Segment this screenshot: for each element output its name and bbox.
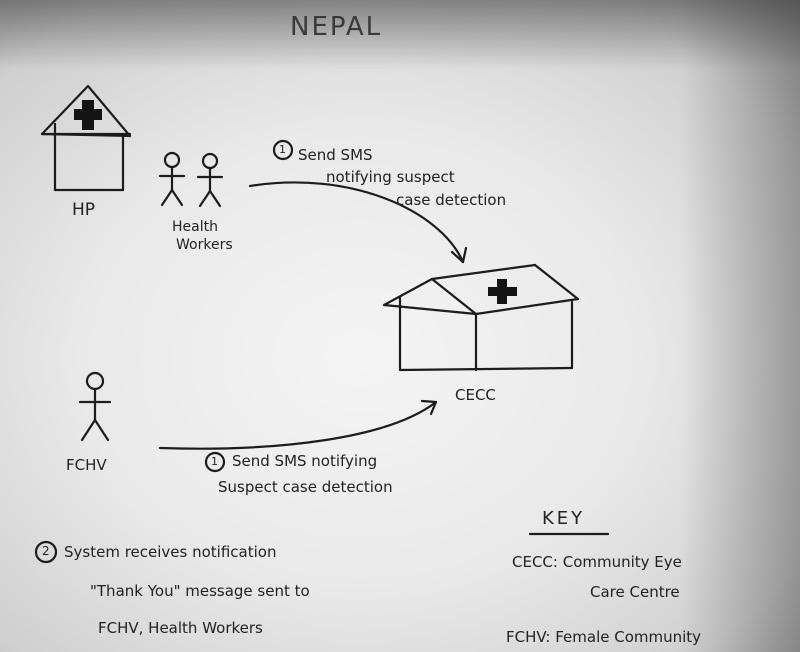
fchv-label: FCHV [66,456,107,474]
health-worker-figure [196,152,224,208]
sms-arrow-bottom [158,399,438,450]
step2-line3: FCHV, Health Workers [98,619,263,637]
key-fchv-line1: FCHV: Female Community [506,628,702,646]
step-1-circle-top [272,139,294,161]
step-1-number-bottom: 1 [211,455,218,468]
step-2-number: 2 [42,544,50,558]
page-title: NEPAL [290,12,383,42]
fchv-figure [78,371,112,442]
cecc-label: CECC [455,386,496,404]
right-shadow [680,0,800,652]
sms-bottom-line2: Suspect case detection [218,478,393,496]
step-1-number-top: 1 [279,143,286,156]
health-post-icon [40,84,132,192]
key-heading: KEY [542,508,586,529]
top-shadow [0,0,800,70]
cecc-building-icon [382,263,580,372]
key-cecc-line2: Care Centre [590,583,680,601]
sms-arrow-top [248,181,468,264]
step-1-circle-bottom [204,451,226,473]
sms-bottom-line1: Send SMS notifying [232,452,378,470]
health-worker-figure [158,151,186,207]
step2-line1: System receives notification [64,543,277,561]
sms-top-line2: notifying suspect [326,168,455,186]
step-2-circle [34,540,58,564]
step2-line2: "Thank You" message sent to [90,582,310,600]
hp-label: HP [72,200,96,220]
sms-top-line3: case detection [396,191,507,209]
health-workers-label-line1: Health [172,219,218,235]
key-cecc-line1: CECC: Community Eye [512,553,682,571]
sms-top-line1: Send SMS [298,146,373,164]
health-workers-label-line2: Workers [176,237,233,253]
